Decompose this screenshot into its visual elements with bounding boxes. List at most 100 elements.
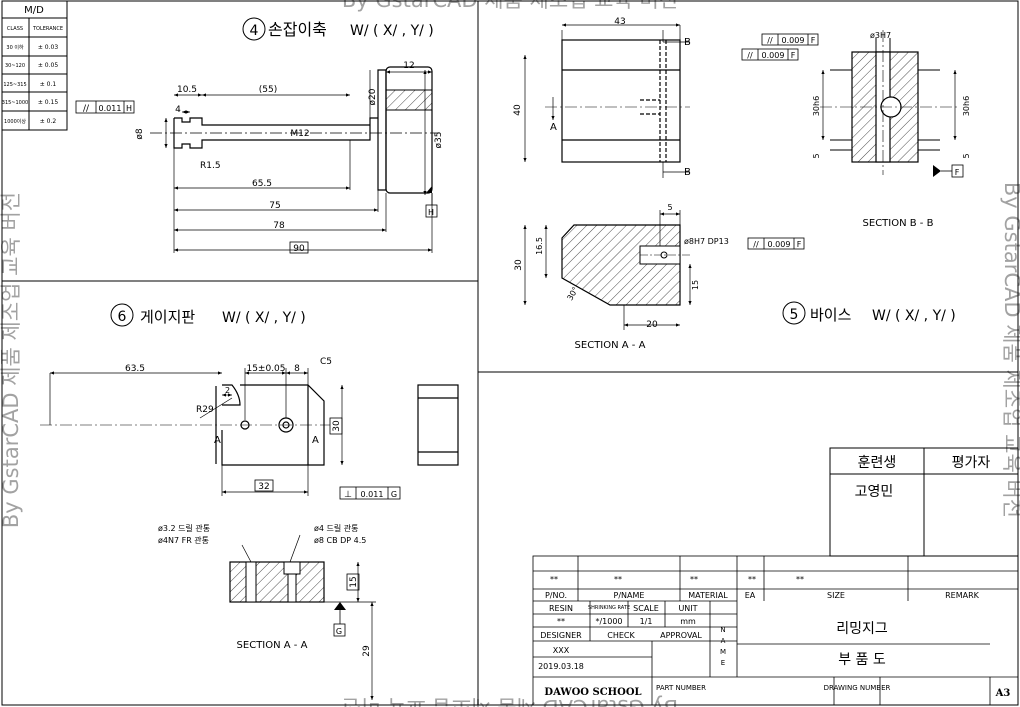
gtol-datum: F xyxy=(791,51,796,60)
part4-drawing: 4 손잡이축 W/ ( X/ , Y/ ) 1 xyxy=(75,17,444,254)
dim-label: 30° xyxy=(565,285,580,302)
dim-label: 20 xyxy=(646,320,658,330)
gtol-datum: F xyxy=(797,240,802,249)
dim-label: 10.5 xyxy=(177,85,197,95)
title-header: RESIN xyxy=(549,604,573,613)
part4-finish: W/ ( X/ , Y/ ) xyxy=(350,23,434,39)
dim-label: 65.5 xyxy=(252,179,272,189)
dim-label: ø35 xyxy=(434,132,444,149)
dim-label: 32 xyxy=(258,482,269,492)
title-cell: ** xyxy=(796,575,804,584)
title-cell: ** xyxy=(748,575,756,584)
cut-plane-label: B xyxy=(684,167,691,178)
dim-label: 75 xyxy=(269,201,280,211)
tolerance-header-tol: TOLERANCE xyxy=(32,26,63,32)
datum-label: H xyxy=(428,208,434,217)
part5-gtol-frame: // 0.009 F // 0.009 F xyxy=(741,33,819,61)
tolerance-class: 30 이하 xyxy=(6,44,24,51)
dim-label: 5 xyxy=(962,153,971,158)
section-bb-label: SECTION B - B xyxy=(863,218,934,229)
gtol-value: 0.011 xyxy=(99,104,122,113)
dim-label: 4 xyxy=(175,105,181,115)
dim-label: 30 xyxy=(514,259,524,271)
drill-note: ø8 CB DP 4.5 xyxy=(314,536,366,545)
cut-plane-label: A xyxy=(312,435,319,446)
part5-number: 5 xyxy=(790,307,799,323)
part6-drawing: 6 게이지판 W/ ( X/ , Y/ ) xyxy=(40,303,459,700)
dim-label: 8 xyxy=(294,364,300,374)
cut-plane-label: A xyxy=(214,435,221,446)
watermark-top: By GstarCAD 제품 제조업 교육 버전 xyxy=(342,0,678,12)
title-header: APPROVAL xyxy=(660,631,702,640)
part6-name: 게이지판 xyxy=(140,308,195,326)
title-header: SHRINKING RATE xyxy=(588,605,630,611)
datum-label: F xyxy=(955,168,960,177)
part4-number-circle xyxy=(242,17,266,41)
cut-plane-label: A xyxy=(550,122,557,133)
trainee-box: 훈련생 평가자 고영민 xyxy=(829,447,1019,557)
name-letter: E xyxy=(721,659,725,667)
datum-label: G xyxy=(336,627,342,636)
name-letter: N xyxy=(720,626,725,634)
cut-plane-label: B xyxy=(684,37,691,48)
drill-note: ø4 드릴 관통 xyxy=(314,523,359,533)
title-value: 1/1 xyxy=(640,617,653,626)
dim-label: 5 xyxy=(812,153,821,158)
title-value: mm xyxy=(680,617,696,626)
dim-label: 15 xyxy=(691,280,700,290)
title-header: UNIT xyxy=(678,604,697,613)
name-letter: A xyxy=(721,637,726,645)
part4-number: 4 xyxy=(250,23,259,39)
watermark-bottom: By GstarCAD 제품 제조업 교육 버전 xyxy=(342,695,678,707)
drawing-subtitle: 부 품 도 xyxy=(838,652,886,668)
watermark-left: By GstarCAD 제품 제조업 교육 버전 xyxy=(0,192,23,528)
title-header: SCALE xyxy=(633,604,659,613)
dim-label: M12 xyxy=(290,129,309,139)
part-number-label: PART NUMBER xyxy=(656,684,706,692)
part6-gtol-frame: ⊥ 0.011 G xyxy=(339,486,401,500)
dim-label: (55) xyxy=(259,85,277,95)
tolerance-value: ± 0.2 xyxy=(40,118,57,125)
title-header: REMARK xyxy=(945,591,980,600)
tolerance-table: M/D CLASS TOLERANCE 30 이하 ± 0.03 30~120 … xyxy=(1,0,68,131)
section-label: SECTION A - A xyxy=(237,640,308,651)
tolerance-class: 30~120 xyxy=(5,63,25,69)
title-value: ** xyxy=(557,617,565,626)
name-letter: M xyxy=(720,648,726,656)
dim-label: 30h6 xyxy=(962,96,971,116)
title-header: P/NAME xyxy=(614,591,645,600)
dim-label: C5 xyxy=(320,357,332,367)
tolerance-title: M/D xyxy=(24,5,44,16)
gtol-value: 0.009 xyxy=(768,240,791,249)
tolerance-value: ± 0.1 xyxy=(40,81,57,88)
dim-label: 16.5 xyxy=(535,237,544,255)
title-header: SIZE xyxy=(827,591,845,600)
dim-label: 30h6 xyxy=(812,96,821,116)
dim-label: 78 xyxy=(273,221,285,231)
title-header: MATERIAL xyxy=(688,591,728,600)
dim-label: 5 xyxy=(667,203,672,212)
title-cell: ** xyxy=(614,575,622,584)
dim-label: 12 xyxy=(403,61,414,71)
drawing-number-label: DRAWING NUMBER xyxy=(824,684,891,692)
trainee-header: 훈련생 xyxy=(858,455,897,471)
dim-label: ø20 xyxy=(368,88,378,105)
dim-label: 90 xyxy=(293,244,305,254)
part4-name: 손잡이축 xyxy=(268,20,327,39)
drill-note: ø3.2 드릴 관통 xyxy=(158,523,210,533)
dim-label: 2 xyxy=(225,386,230,395)
part6-finish: W/ ( X/ , Y/ ) xyxy=(222,310,306,326)
dim-label: 29 xyxy=(362,645,372,657)
gtol-datum: G xyxy=(391,490,397,499)
dim-label: 43 xyxy=(614,17,625,27)
dim-label: 30 xyxy=(332,420,342,432)
gtol-value: 0.011 xyxy=(361,490,384,499)
dim-label: 40 xyxy=(513,104,523,116)
gtol-symbol: // xyxy=(747,51,753,60)
part4-gtol-frame: // 0.011 H xyxy=(75,100,135,114)
watermark-right: By GstarCAD 제품 제조업 교육 버전 xyxy=(1000,182,1020,518)
title-value: */1000 xyxy=(595,617,622,626)
title-cell: ** xyxy=(690,575,698,584)
